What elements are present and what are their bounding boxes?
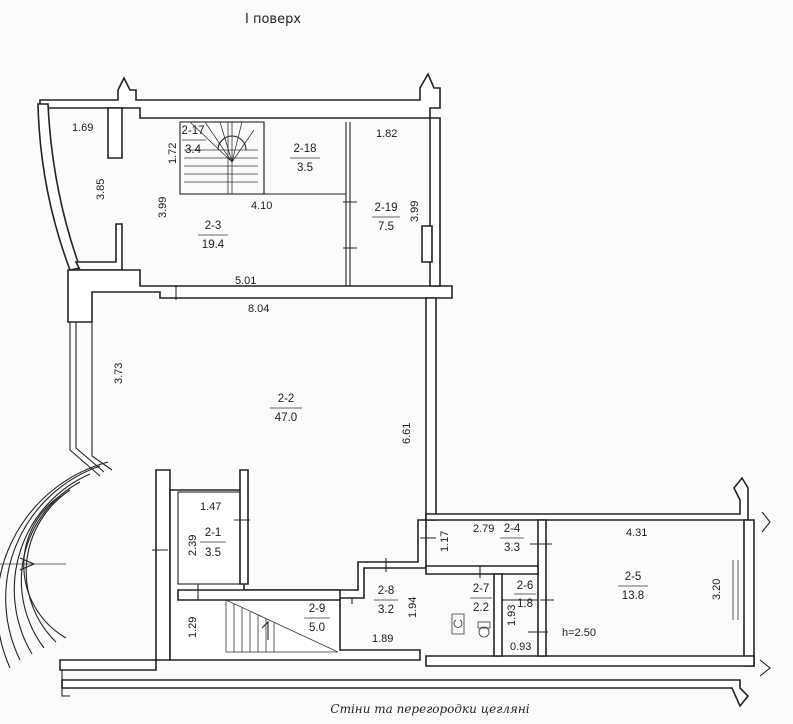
dim-0-93: 0.93 — [510, 641, 531, 653]
room-2-4: 2-4 3.3 — [500, 523, 524, 554]
dim-8-04: 8.04 — [248, 303, 269, 315]
room-labels: 2-17 3.4 2-18 3.5 2-19 7.5 2-3 19.4 2-2 … — [181, 125, 648, 634]
dim-1-47: 1.47 — [200, 501, 221, 513]
dim-1-72: 1.72 — [167, 143, 179, 164]
room-number: 2-5 — [625, 571, 642, 583]
room-area: 3.3 — [504, 542, 520, 554]
dim-3-99-left: 3.99 — [157, 197, 169, 218]
room-number: 2-2 — [278, 393, 295, 405]
room-number: 2-4 — [504, 523, 521, 535]
room-2-9: 2-9 5.0 — [304, 603, 330, 634]
room-area: 7.5 — [378, 221, 394, 233]
room-2-8: 2-8 3.2 — [374, 585, 398, 616]
room-area: 47.0 — [275, 412, 297, 424]
room-number: 2-7 — [473, 583, 490, 595]
semicircular-stair — [0, 461, 157, 697]
dim-1-93: 1.93 — [506, 605, 518, 626]
room-area: 3.2 — [378, 604, 394, 616]
room-number: 2-8 — [378, 585, 395, 597]
room-number: 2-1 — [205, 527, 222, 539]
room-2-3: 2-3 19.4 — [198, 220, 228, 251]
dim-3-99-right: 3.99 — [409, 201, 421, 222]
dim-4-10: 4.10 — [251, 200, 272, 212]
dim-1-94: 1.94 — [407, 597, 419, 618]
room-number: 2-17 — [181, 125, 204, 137]
room-number: 2-3 — [205, 220, 222, 232]
plan-title: I поверх — [245, 12, 301, 27]
room-2-17: 2-17 3.4 — [181, 125, 206, 156]
room-area: 3.5 — [297, 162, 313, 174]
room-area: 3.4 — [185, 144, 202, 156]
dim-3-85: 3.85 — [95, 179, 107, 200]
room-2-18: 2-18 3.5 — [290, 143, 320, 174]
dim-2-39: 2.39 — [187, 535, 199, 556]
room-2-5: 2-5 13.8 — [618, 571, 648, 602]
room-2-7: 2-7 2.2 — [470, 583, 492, 614]
room-area: 13.8 — [622, 590, 644, 602]
dim-3-20: 3.20 — [711, 579, 723, 600]
dim-4-31: 4.31 — [626, 527, 647, 539]
room-number: 2-19 — [374, 202, 397, 214]
room-number: 2-18 — [293, 143, 316, 155]
dim-6-61: 6.61 — [401, 423, 413, 444]
room-2-2: 2-2 47.0 — [270, 393, 302, 424]
dim-1-82: 1.82 — [376, 128, 397, 140]
dimension-labels: 1.69 3.85 1.72 3.99 4.10 1.82 3.99 5.01 … — [72, 122, 723, 653]
room-area: 2.2 — [473, 602, 489, 614]
room-area: 5.0 — [309, 622, 325, 634]
dim-2-79: 2.79 — [473, 523, 494, 535]
ceiling-height: h=2.50 — [562, 627, 596, 639]
footer-note: Стіни та перегородки цегляні — [330, 702, 529, 716]
dim-1-89: 1.89 — [372, 633, 393, 645]
room-area: 19.4 — [202, 239, 225, 251]
room-area: 1.8 — [517, 598, 533, 610]
dim-1-29: 1.29 — [187, 617, 199, 638]
room-2-6: 2-6 1.8 — [514, 580, 536, 610]
outer-walls — [37, 72, 755, 708]
room-area: 3.5 — [205, 547, 221, 559]
room-number: 2-6 — [517, 580, 534, 592]
dim-1-69: 1.69 — [72, 122, 93, 134]
room-2-19: 2-19 7.5 — [372, 202, 400, 233]
dim-3-73: 3.73 — [113, 363, 125, 384]
dim-1-17: 1.17 — [439, 531, 451, 552]
dim-5-01: 5.01 — [235, 275, 256, 287]
room-2-1: 2-1 3.5 — [200, 527, 226, 559]
partitions — [152, 121, 771, 677]
room-number: 2-9 — [309, 603, 326, 615]
